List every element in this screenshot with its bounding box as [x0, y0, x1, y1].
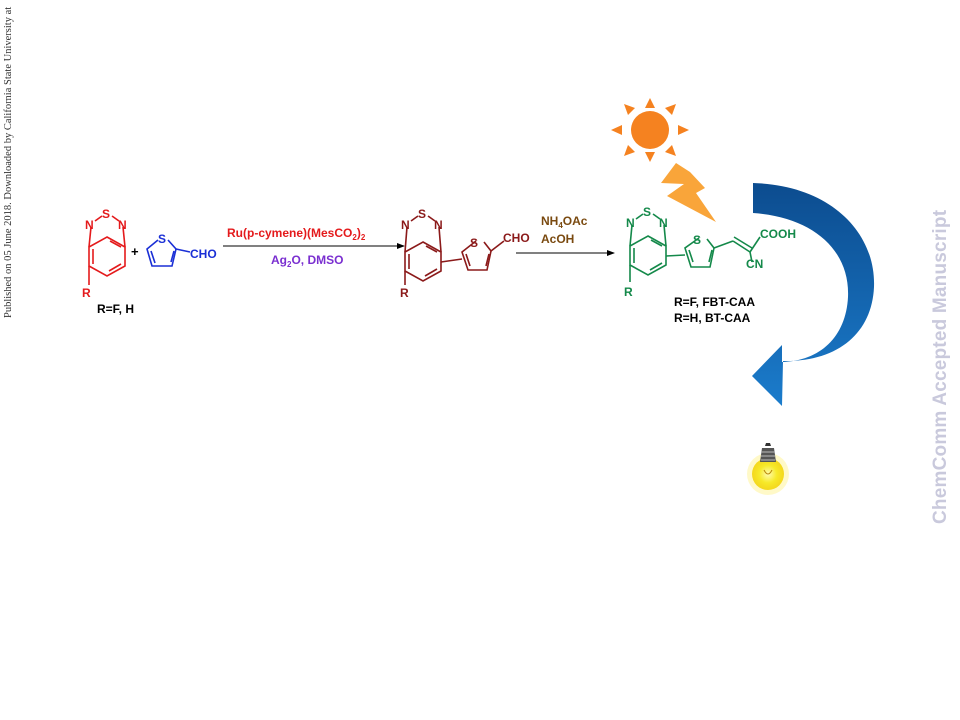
sun-icon — [611, 98, 689, 162]
intermediate-cho-group: CHO — [503, 231, 530, 245]
product-cn-group: CN — [746, 257, 763, 271]
product-thiophene-s: S — [693, 233, 701, 247]
step1-catalyst-label: Ru(p-cymene)(MesCO2)2 — [227, 226, 366, 242]
intermediate-atom-s: S — [418, 207, 426, 221]
intermediate-substituent-r: R — [400, 286, 409, 300]
lightning-icon — [661, 163, 716, 222]
thiophene-cho-group: CHO — [190, 247, 217, 261]
product-substituent-r: R — [624, 285, 633, 299]
intermediate-atom-n-left: N — [401, 218, 410, 232]
product-atom-s: S — [643, 205, 651, 219]
product-caption-fbt-caa: R=F, FBT-CAA — [674, 295, 755, 309]
thiophene-aldehyde — [146, 239, 191, 267]
intermediate-atom-n-right: N — [434, 218, 443, 232]
reactant-atom-s: S — [102, 207, 110, 221]
product-atom-n-left: N — [626, 216, 635, 230]
product-atom-n-right: N — [659, 216, 668, 230]
reactant-atom-n-left: N — [85, 218, 94, 232]
product-cooh-group: COOH — [760, 227, 796, 241]
step1-oxidant-solvent-label: Ag2O, DMSO — [271, 253, 343, 269]
reactant-substituent-r: R — [82, 286, 91, 300]
intermediate-thiophene-s: S — [470, 236, 478, 250]
benzothiadiazole-reactant — [88, 215, 126, 285]
light-bulb-icon — [747, 443, 789, 495]
reactant-atom-n-right: N — [118, 218, 127, 232]
product-caption-bt-caa: R=H, BT-CAA — [674, 311, 751, 325]
thiophene-atom-s: S — [158, 232, 166, 246]
reactant-caption: R=F, H — [97, 302, 134, 316]
step2-reagent-acetic-acid: AcOH — [541, 232, 574, 246]
plus-sign: + — [131, 244, 139, 259]
intermediate-structure — [404, 215, 505, 285]
product-structure — [629, 213, 761, 282]
step2-reagent-ammonium-acetate: NH4OAc — [541, 214, 588, 230]
curved-arrow-icon — [752, 183, 875, 406]
